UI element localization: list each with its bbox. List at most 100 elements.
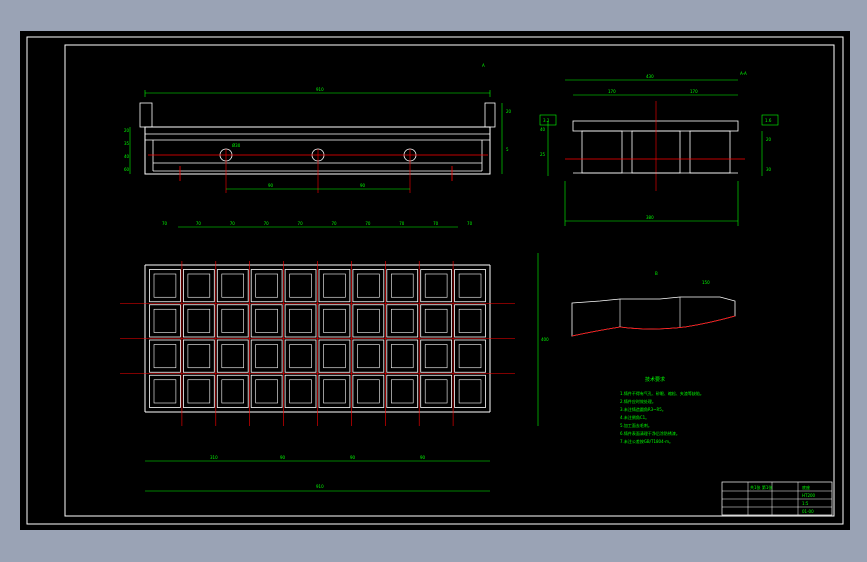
plan-cell <box>352 304 385 338</box>
front-bottom-dim-1: 90 <box>268 183 274 188</box>
front-bottom-dim-2: 90 <box>360 183 366 188</box>
plan-cell-pocket <box>289 344 312 369</box>
plan-cell-pocket <box>153 308 177 333</box>
plan-cell <box>182 304 215 338</box>
detail-dim: 150 <box>702 280 710 285</box>
plan-cell-pocket <box>357 344 380 369</box>
plan-top-dim: 70 <box>331 221 337 226</box>
title-scale: 1:5 <box>802 501 809 506</box>
plan-cell-pocket <box>390 344 414 369</box>
plan-cell-pocket <box>221 344 245 369</box>
plan-cell-pocket <box>390 273 414 298</box>
side-sub-dim-1: 170 <box>608 89 616 94</box>
cad-viewport[interactable]: 910 Ø30 90 90 20 35 40 60 20 5 A A- <box>20 31 850 530</box>
plan-cell <box>352 339 385 373</box>
side-overall-dim: 430 <box>646 74 654 79</box>
plan-cell <box>318 339 351 373</box>
detail-label: B <box>655 271 658 276</box>
plan-cell <box>216 374 249 408</box>
side-dim-1: 40 <box>540 127 546 132</box>
plan-bottom-dim-2: 90 <box>280 455 286 460</box>
plan-overall-dim: 910 <box>316 484 324 489</box>
inner-frame <box>64 44 835 517</box>
plan-cell-pocket <box>424 344 448 369</box>
plan-cell-pocket <box>187 379 211 404</box>
plan-cell <box>420 374 453 408</box>
side-bottom-dim: 380 <box>646 215 654 220</box>
plan-cell <box>318 269 351 303</box>
plan-top-dim: 70 <box>264 221 270 226</box>
front-right-dim-1: 20 <box>506 109 512 114</box>
plan-cell <box>386 374 419 408</box>
plan-top-dim: 70 <box>230 221 236 226</box>
plan-cell-pocket <box>221 273 245 298</box>
tech-item: 3.未注铸造圆角R3~R5。 <box>620 406 666 412</box>
plan-cell-pocket <box>255 379 278 404</box>
side-callout-2 <box>539 114 557 126</box>
side-dim-4: 30 <box>766 167 772 172</box>
plan-cell-pocket <box>289 379 312 404</box>
plan-cell <box>318 374 351 408</box>
plan-cell <box>284 374 317 408</box>
side-view: A-A 430 170 170 40 25 20 30 1.6 3.2 380 <box>539 71 779 226</box>
tech-item: 4.未注倒角C1。 <box>620 414 649 420</box>
side-section-label: A-A <box>740 71 747 76</box>
plan-cell-pocket <box>255 273 278 298</box>
tech-item: 1.铸件不得有气孔、砂眼、缩松、夹渣等缺陷。 <box>620 390 704 396</box>
plan-bottom-dim-4: 90 <box>420 455 426 460</box>
plan-cell <box>250 339 283 373</box>
plan-cell <box>149 304 181 338</box>
tech-item: 5.加工面去毛刺。 <box>620 422 652 428</box>
plan-cell <box>454 339 486 373</box>
plan-top-dim: 70 <box>196 221 202 226</box>
plan-cell-pocket <box>390 308 414 333</box>
plan-cell-pocket <box>289 273 312 298</box>
front-left-dim-1: 20 <box>124 128 130 133</box>
plan-top-dim: 70 <box>467 221 473 226</box>
plan-cell <box>318 304 351 338</box>
side-callout-1 <box>761 114 779 126</box>
plan-cell-pocket <box>153 379 177 404</box>
plan-cell-pocket <box>357 308 380 333</box>
plan-cell <box>182 269 215 303</box>
front-left-dim-4: 60 <box>124 167 130 172</box>
plan-cell <box>250 269 283 303</box>
plan-bottom-dim-3: 90 <box>350 455 356 460</box>
plan-cell-pocket <box>323 273 346 298</box>
side-dim-2: 25 <box>540 152 546 157</box>
plan-cell-pocket <box>187 308 211 333</box>
plan-bottom-dim-1: 310 <box>210 455 218 460</box>
plan-cell <box>284 339 317 373</box>
plan-cell-pocket <box>187 344 211 369</box>
plan-cell-pocket <box>357 273 380 298</box>
plan-cell <box>420 339 453 373</box>
front-callout: A <box>482 63 485 68</box>
plan-cell-pocket <box>323 379 346 404</box>
side-sub-dim-2: 170 <box>690 89 698 94</box>
plan-cell-pocket <box>187 273 211 298</box>
outer-frame <box>26 36 844 525</box>
plan-right-dim: 400 <box>541 337 549 342</box>
plan-cell-pocket <box>289 308 312 333</box>
plan-cell <box>352 269 385 303</box>
plan-cell <box>386 269 419 303</box>
plan-top-dim: 70 <box>298 221 304 226</box>
plan-cell-pocket <box>221 308 245 333</box>
drawing-canvas[interactable]: 910 Ø30 90 90 20 35 40 60 20 5 A A- <box>20 31 850 530</box>
plan-cell-grid <box>120 261 515 426</box>
title-part-name: 底座 <box>802 484 810 490</box>
plan-cell <box>284 269 317 303</box>
plan-cell-pocket <box>390 379 414 404</box>
detail-view: B 150 <box>571 271 736 337</box>
plan-cell-pocket <box>424 379 448 404</box>
plan-cell <box>182 339 215 373</box>
plan-cell <box>352 374 385 408</box>
title-sheet: 共1张 第1张 <box>750 484 772 490</box>
plan-cell-pocket <box>221 379 245 404</box>
plan-cell-pocket <box>323 308 346 333</box>
title-drawing-no: 01-00 <box>802 509 814 514</box>
plan-top-dim: 70 <box>162 221 168 226</box>
plan-cell-pocket <box>458 273 482 298</box>
